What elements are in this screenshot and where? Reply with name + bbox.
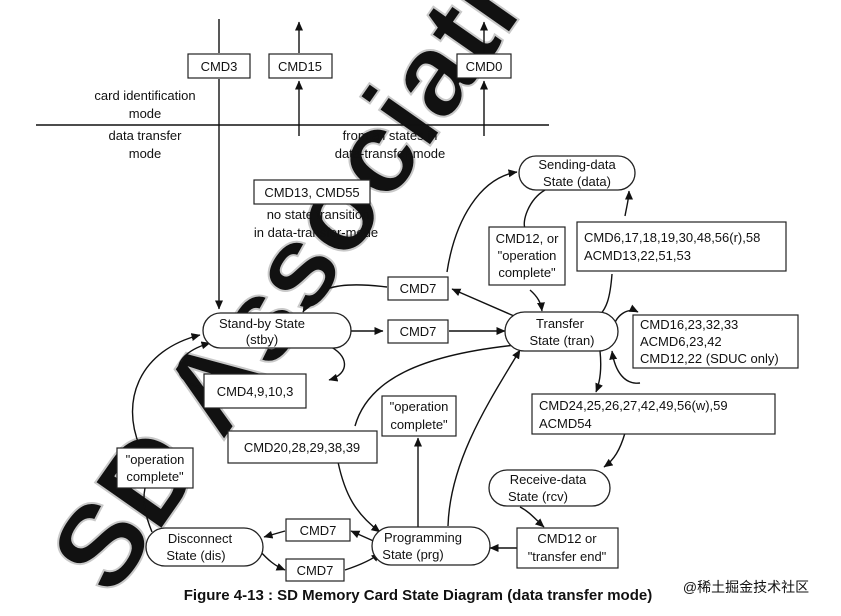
- op-complete-prg-label-1: "operation: [390, 399, 449, 414]
- arrow-prg-to-tran: [447, 349, 521, 527]
- disconnect-state-label-1: Disconnect: [168, 531, 233, 546]
- card-identification-label-2: mode: [129, 106, 162, 121]
- cmd7-dis-bottom-label: CMD7: [297, 563, 334, 578]
- programming-state-label-1: Programming: [384, 530, 462, 545]
- arrow-rcv-to-cmd12end: [519, 506, 545, 528]
- arrow-dis-to-cmd7: [258, 549, 286, 571]
- arrow-dis-to-opcomplete: [143, 487, 153, 533]
- arrow-standby-loop-out: [326, 344, 346, 382]
- cmd4-box: [203, 373, 307, 409]
- send-commands-label-2: ACMD13,22,51,53: [584, 248, 691, 263]
- cmd4-label: CMD4,9,10,3: [217, 384, 294, 399]
- cmd3-label: CMD3: [201, 59, 238, 74]
- cmd15-label: CMD15: [278, 59, 322, 74]
- transfer-state-label-1: Transfer: [536, 316, 585, 331]
- arrow-opcomplete-to-standby: [131, 333, 201, 448]
- arrow-tran-to-send-cmds: [599, 273, 613, 316]
- standby-state-label-1: Stand-by State: [219, 316, 305, 331]
- cmd7-upper-label: CMD7: [400, 281, 437, 296]
- op-complete-dis-label-1: "operation: [126, 452, 185, 467]
- cmd13-cmd55-label: CMD13, CMD55: [264, 185, 359, 200]
- from-all-states-label: from all states in: [343, 128, 438, 143]
- transfer-state: [504, 311, 619, 352]
- transfer-state-label-2: State (tran): [529, 333, 594, 348]
- arrow-tran-to-rcv-cmds: [595, 350, 603, 393]
- cmd7-upper-box: [387, 276, 449, 301]
- arrow-cmd20-to-prg: [337, 461, 381, 533]
- arrow-sending-to-tran-2: [529, 289, 545, 312]
- figure-caption: Figure 4-13 : SD Memory Card State Diagr…: [184, 587, 652, 604]
- card-identification-label: card identification: [94, 88, 195, 103]
- source-site-label: @稀土掘金技术社区: [683, 579, 809, 595]
- data-transfer-label: data transfer: [109, 128, 183, 143]
- arrow-tran-loop-in: [609, 350, 641, 384]
- receive-data-state-label-1: Receive-data: [510, 472, 587, 487]
- receive-data-state-label-2: State (rcv): [508, 489, 568, 504]
- from-all-states-label-2: data-transfer-mode: [335, 146, 446, 161]
- cmd12-end-label-2: "transfer end": [528, 549, 607, 564]
- tran-loop-label-1: CMD16,23,32,33: [640, 317, 738, 332]
- programming-state-label-2: State (prg): [382, 547, 443, 562]
- rcv-commands-label-2: ACMD54: [539, 416, 592, 431]
- receive-data-state: [488, 469, 611, 507]
- cmd12-or-label-3: complete": [498, 265, 556, 280]
- standby-state: [202, 312, 352, 349]
- arrow-cmd7-to-dis: [263, 530, 286, 539]
- rcv-commands-box: [531, 393, 776, 435]
- data-transfer-label-2: mode: [129, 146, 162, 161]
- cmd20-box: [227, 430, 378, 464]
- arrow-standby-loop-in: [178, 341, 211, 389]
- sending-data-state-label-1: Sending-data: [538, 157, 616, 172]
- tran-loop-box: [632, 314, 799, 369]
- tran-loop-label-2: ACMD6,23,42: [640, 334, 722, 349]
- disconnect-state-label-2: State (dis): [166, 548, 225, 563]
- rcv-commands-label-1: CMD24,25,26,27,42,49,56(w),59: [539, 398, 728, 413]
- cmd7-dis-bottom-box: [285, 558, 345, 582]
- disconnect-state: [145, 527, 264, 567]
- arrow-tran-to-cmd7: [451, 288, 515, 317]
- cmd12-or-label-1: CMD12, or: [496, 231, 560, 246]
- arrow-rcv-cmds-to-rcv: [603, 432, 626, 468]
- cmd0-box: [456, 53, 512, 79]
- programming-state: [371, 526, 491, 566]
- sending-data-state-label-2: State (data): [543, 174, 611, 189]
- cmd13-cmd55-box: [253, 179, 371, 205]
- cmd7-middle-box: [387, 319, 449, 344]
- cmd7-middle-label: CMD7: [400, 324, 437, 339]
- tran-loop-label-3: CMD12,22 (SDUC only): [640, 351, 779, 366]
- cmd3-box: [187, 53, 251, 79]
- send-commands-label-1: CMD6,17,18,19,30,48,56(r),58: [584, 230, 760, 245]
- sending-data-state: [518, 155, 636, 191]
- cmd0-label: CMD0: [466, 59, 503, 74]
- send-commands-box: [576, 221, 787, 272]
- cmd15-box: [268, 53, 333, 79]
- cmd12-or-label-2: "operation: [498, 248, 557, 263]
- cmd7-dis-top-box: [285, 518, 351, 542]
- cmd12-or-box: [488, 226, 566, 286]
- op-complete-prg-box: [381, 395, 457, 437]
- arrow-cmd7-to-standby: [302, 284, 388, 313]
- arrow-tran-to-cmd20: [354, 344, 517, 427]
- op-complete-dis-label-2: complete": [126, 469, 184, 484]
- arrow-send-cmds-to-sending: [624, 190, 633, 217]
- standby-state-label-2: (stby): [246, 332, 279, 347]
- cmd12-end-label-1: CMD12 or: [537, 531, 597, 546]
- cmd12-end-box: [516, 527, 619, 569]
- arrow-sending-to-tran: [523, 189, 546, 229]
- no-state-transition-label: no state transition: [267, 207, 370, 222]
- cmd20-label: CMD20,28,29,38,39: [244, 440, 360, 455]
- arrow-tran-to-sending: [446, 169, 518, 273]
- cmd7-dis-top-label: CMD7: [300, 523, 337, 538]
- no-state-transition-label-2: in data-transfer-mode: [254, 225, 378, 240]
- op-complete-dis-box: [116, 447, 194, 489]
- op-complete-prg-label-2: complete": [390, 417, 448, 432]
